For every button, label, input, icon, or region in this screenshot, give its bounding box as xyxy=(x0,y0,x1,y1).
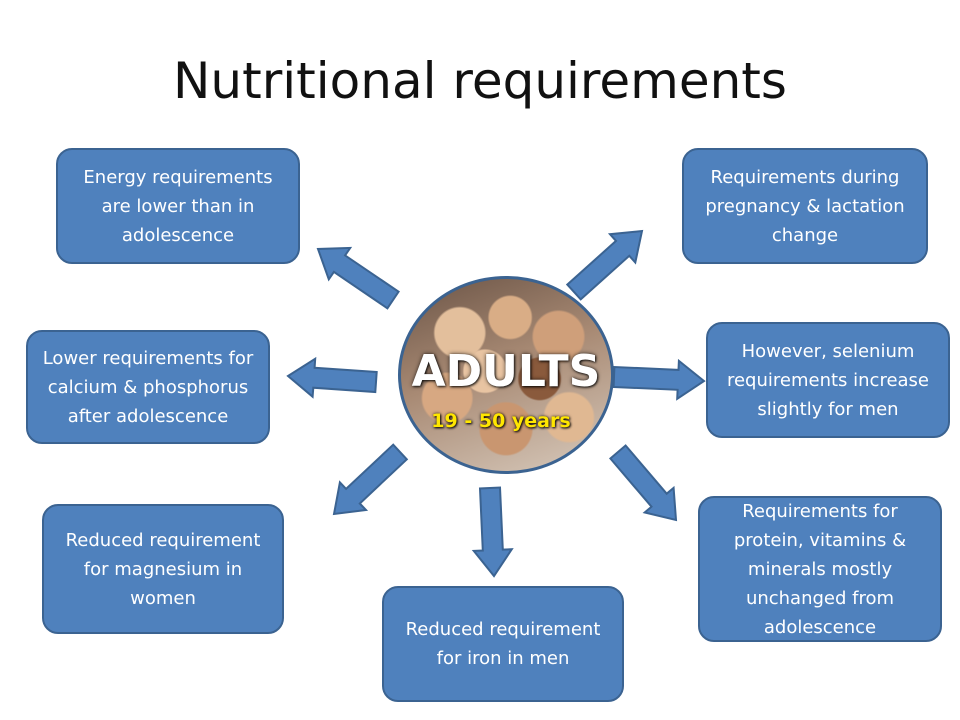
box-magnesium: Reduced requirement for magnesium in wom… xyxy=(42,504,284,634)
arrow-to-energy xyxy=(316,246,400,310)
box-energy: Energy requirements are lower than in ad… xyxy=(56,148,300,264)
arrow-to-calcium xyxy=(286,356,378,399)
arrow-to-magnesium xyxy=(332,443,409,516)
box-iron: Reduced requirement for iron in men xyxy=(382,586,624,702)
center-subtitle: 19 - 50 years xyxy=(431,410,571,432)
box-pregnancy: Requirements during pregnancy & lactatio… xyxy=(682,148,928,264)
page-title: Nutritional requirements xyxy=(173,52,787,110)
arrow-to-protein xyxy=(608,444,678,522)
arrow-to-selenium xyxy=(612,358,706,401)
box-protein: Requirements for protein, vitamins & min… xyxy=(698,496,942,642)
box-selenium: However, selenium requirements increase … xyxy=(706,322,950,438)
adults-photo-circle xyxy=(398,276,614,474)
box-calcium: Lower requirements for calcium & phospho… xyxy=(26,330,270,444)
center-title: ADULTS xyxy=(411,346,601,397)
arrow-to-pregnancy xyxy=(565,229,644,301)
arrow-to-iron xyxy=(471,486,514,578)
